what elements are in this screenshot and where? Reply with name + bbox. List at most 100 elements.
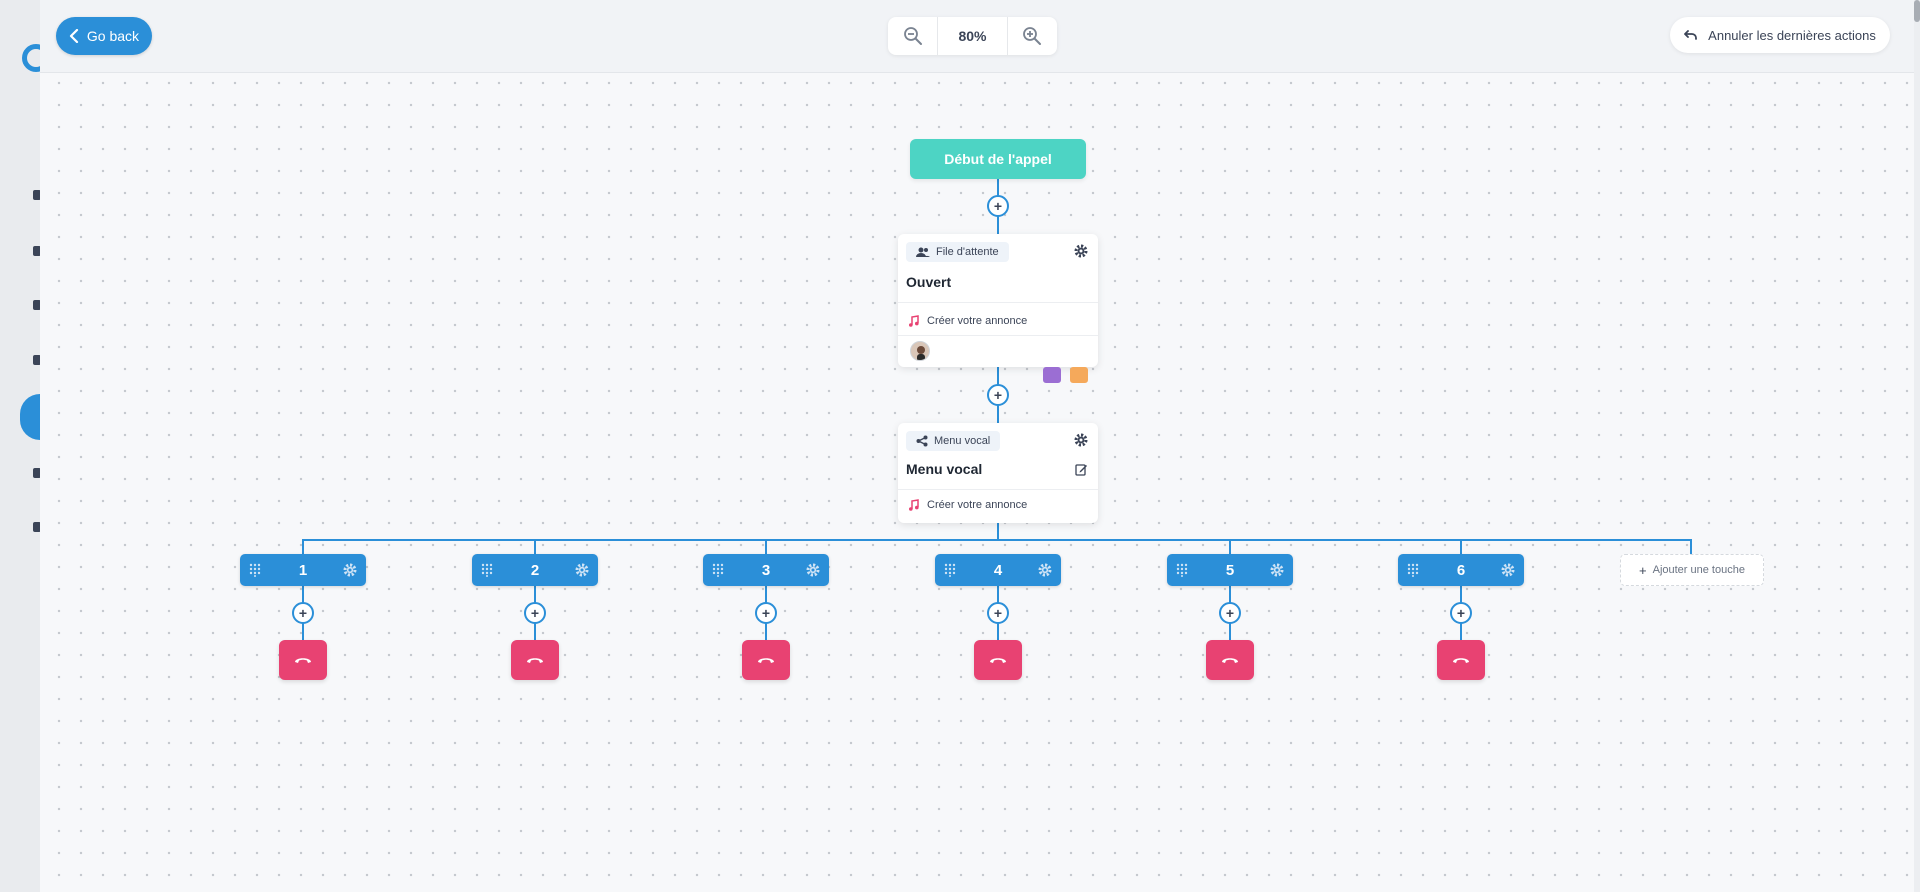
branch-line xyxy=(302,539,1692,541)
gear-icon[interactable] xyxy=(1074,433,1088,447)
zoom-in-button[interactable] xyxy=(1008,17,1057,55)
go-back-label: Go back xyxy=(86,28,140,44)
gear-icon[interactable] xyxy=(1270,563,1284,577)
dialpad-icon[interactable] xyxy=(33,246,41,256)
chevron-left-icon xyxy=(69,29,79,43)
undo-button[interactable]: Annuler les dernières actions xyxy=(1670,17,1890,53)
gear-icon[interactable] xyxy=(1038,563,1052,577)
hangup-icon xyxy=(990,658,1006,663)
music-note-icon xyxy=(909,315,919,327)
branch-drop xyxy=(1229,539,1231,555)
phone-icon[interactable] xyxy=(33,190,41,200)
tools-icon[interactable] xyxy=(33,355,41,365)
undo-icon xyxy=(1684,30,1698,40)
hangup-icon xyxy=(1453,658,1469,663)
hangup-node[interactable] xyxy=(279,640,327,680)
queue-tag: File d'attente xyxy=(906,242,1009,262)
connector-line xyxy=(997,523,999,541)
zoom-out-button[interactable] xyxy=(888,17,937,55)
hangup-node[interactable] xyxy=(974,640,1022,680)
zoom-level: 80% xyxy=(937,17,1008,55)
voice-menu-card[interactable]: Menu vocal Menu vocal Créer votre annonc… xyxy=(898,423,1098,523)
zoom-out-icon xyxy=(903,27,922,45)
menu-key-3[interactable]: 3 xyxy=(703,554,829,586)
queue-announcement-label: Créer votre annonce xyxy=(927,315,1028,327)
queue-tag-label: File d'attente xyxy=(936,246,999,258)
dialpad-icon xyxy=(249,563,261,577)
gear-icon[interactable] xyxy=(806,563,820,577)
branch-drop xyxy=(1460,539,1462,555)
add-step-button[interactable]: + xyxy=(987,602,1009,624)
divider xyxy=(898,489,1098,490)
divider xyxy=(898,335,1098,336)
branch-drop xyxy=(534,539,536,555)
queue-announcement[interactable]: Créer votre annonce xyxy=(908,310,1027,332)
queue-title: Ouvert xyxy=(906,274,952,290)
voice-menu-announcement[interactable]: Créer votre annonce xyxy=(908,494,1027,516)
voice-menu-tag-label: Menu vocal xyxy=(934,435,991,447)
key-number: 2 xyxy=(530,561,540,579)
key-number: 4 xyxy=(993,561,1003,579)
add-step-button[interactable]: + xyxy=(524,602,546,624)
voice-menu-title: Menu vocal xyxy=(906,461,983,477)
menu-key-4[interactable]: 4 xyxy=(935,554,1061,586)
menu-key-5[interactable]: 5 xyxy=(1167,554,1293,586)
add-step-button[interactable]: + xyxy=(987,195,1009,217)
add-step-button[interactable]: + xyxy=(292,602,314,624)
branch-drop xyxy=(765,539,767,555)
chart-icon[interactable] xyxy=(33,468,41,478)
edit-icon[interactable] xyxy=(1075,463,1088,476)
share-icon xyxy=(916,435,928,447)
voice-menu-tag: Menu vocal xyxy=(906,431,1001,451)
menu-key-6[interactable]: 6 xyxy=(1398,554,1524,586)
plus-icon: + xyxy=(1639,562,1647,578)
add-step-button[interactable]: + xyxy=(1219,602,1241,624)
vertical-scrollbar[interactable] xyxy=(1914,0,1920,892)
divider xyxy=(898,302,1098,303)
hangup-node[interactable] xyxy=(1437,640,1485,680)
zoom-in-icon xyxy=(1023,27,1042,45)
hangup-icon xyxy=(758,658,774,663)
key-number: 5 xyxy=(1225,561,1235,579)
key-number: 6 xyxy=(1456,561,1466,579)
branch-drop xyxy=(302,539,304,555)
queue-card[interactable]: File d'attente Ouvert Créer votre annonc… xyxy=(898,234,1098,367)
add-key-label: Ajouter une touche xyxy=(1652,564,1745,576)
scrollbar-thumb[interactable] xyxy=(1914,0,1920,22)
undo-label: Annuler les dernières actions xyxy=(1708,27,1876,43)
holiday-icon[interactable] xyxy=(1070,367,1088,383)
hangup-node[interactable] xyxy=(1206,640,1254,680)
gear-icon[interactable] xyxy=(343,563,357,577)
hangup-node[interactable] xyxy=(511,640,559,680)
gear-icon[interactable] xyxy=(1501,563,1515,577)
key-number: 3 xyxy=(761,561,771,579)
gear-icon[interactable] xyxy=(575,563,589,577)
dialpad-icon xyxy=(481,563,493,577)
menu-key-2[interactable]: 2 xyxy=(472,554,598,586)
menu-key-1[interactable]: 1 xyxy=(240,554,366,586)
gear-icon[interactable] xyxy=(1074,244,1088,258)
agent-avatar[interactable] xyxy=(910,341,930,361)
add-step-button[interactable]: + xyxy=(1450,602,1472,624)
call-start-node[interactable]: Début de l'appel xyxy=(910,139,1086,179)
dialpad-icon xyxy=(1176,563,1188,577)
add-step-button[interactable]: + xyxy=(987,384,1009,406)
hangup-icon xyxy=(527,658,543,663)
go-back-button[interactable]: Go back xyxy=(56,17,152,55)
calendar-icon[interactable] xyxy=(1043,367,1061,383)
hangup-icon xyxy=(295,658,311,663)
music-note-icon xyxy=(909,499,919,511)
dialpad-icon xyxy=(1407,563,1419,577)
dialpad-icon xyxy=(712,563,724,577)
person-icon xyxy=(917,346,925,360)
key-number: 1 xyxy=(298,561,308,579)
users-icon xyxy=(916,247,930,257)
globe-icon[interactable] xyxy=(33,300,41,310)
voice-menu-announcement-label: Créer votre annonce xyxy=(927,499,1028,511)
hangup-node[interactable] xyxy=(742,640,790,680)
flow-canvas[interactable] xyxy=(40,0,1914,892)
add-key-button[interactable]: + Ajouter une touche xyxy=(1620,554,1764,586)
app-sidebar xyxy=(0,0,60,892)
add-step-button[interactable]: + xyxy=(755,602,777,624)
users-icon[interactable] xyxy=(33,522,41,532)
